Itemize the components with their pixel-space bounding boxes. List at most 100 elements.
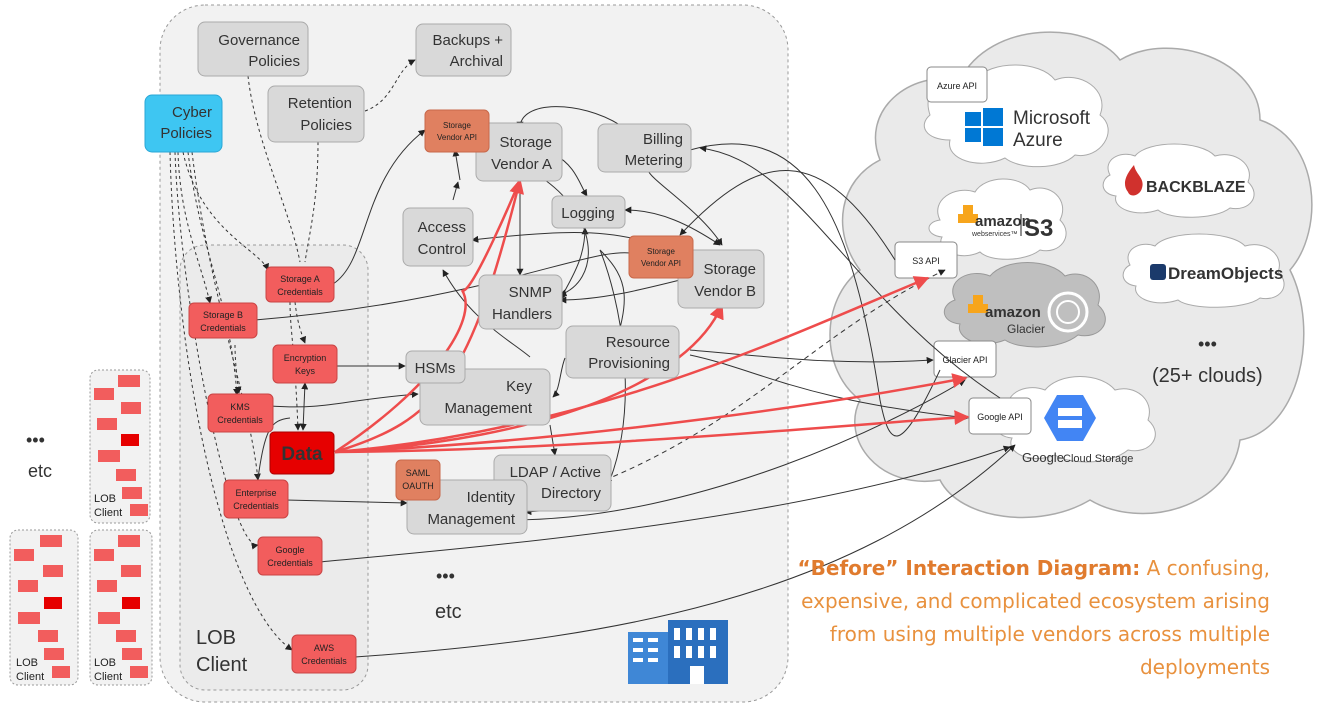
svg-text:Storage: Storage [703,261,756,278]
diagram-caption: “Before” Interaction Diagram: A confusin… [790,552,1270,684]
amazon-s3-logo [958,205,978,223]
aws-credentials-node: AWS Credentials [291,634,357,674]
kms-credentials-node: KMS Credentials [207,393,274,433]
storage-vendor-api-b-node: Storage Vendor API [628,235,694,279]
svg-text:Access: Access [418,219,466,236]
microsoft-label: Microsoft [1013,108,1091,129]
svg-text:Governance: Governance [218,32,300,49]
mini-lob-label-3a: LOB [94,657,116,669]
svg-text:Credentials: Credentials [233,501,279,511]
storage-b-credentials-node: Storage B Credentials [188,302,258,339]
retention-policies-node: Retention Policies [267,85,365,143]
svg-text:Storage: Storage [647,247,676,256]
mini-lob-client-1: LOB Client [89,369,151,524]
svg-text:Google: Google [275,545,304,555]
svg-text:Vendor API: Vendor API [641,259,681,268]
svg-text:Resource: Resource [606,334,670,351]
azure-logo [965,108,1003,146]
main-etc-label: etc [435,601,462,623]
storage-vendor-b-node: Storage Vendor B [677,249,765,309]
mini-lob-label-1a: LOB [94,493,116,505]
google-cloud-storage-logo [1044,395,1096,441]
resource-provisioning-node: Resource Provisioning [565,325,680,379]
left-etc-dots: ••• [26,430,45,450]
svg-text:SNMP: SNMP [509,284,552,301]
mini-lob-client-2: LOB Client [9,529,79,686]
svg-text:Vendor API: Vendor API [437,133,477,142]
svg-text:Vendor A: Vendor A [491,156,552,173]
cyber-policies-node: Cyber Policies [144,94,223,153]
caption-text: A confusing, expensive, and complicated … [801,556,1270,679]
google-api-box: Google API [968,397,1032,435]
azure-api-label: Azure API [937,81,977,91]
access-control-node: Access Control [402,207,474,267]
svg-text:Management: Management [427,511,515,528]
glacier-api-label: Glacier API [942,355,987,365]
billing-metering-node: Billing Metering [597,123,692,173]
amazon-s3-label: amazon [975,213,1031,230]
left-etc-label: etc [28,461,52,481]
svg-text:Data: Data [281,444,323,465]
data-node: Data [269,431,335,475]
svg-text:KMS: KMS [230,402,250,412]
svg-text:Directory: Directory [541,485,602,502]
mini-lob-label-3b: Client [94,671,122,683]
amazon-glacier-logo [968,291,1089,333]
svg-text:Cyber: Cyber [172,104,212,121]
svg-text:Identity: Identity [467,489,516,506]
cloud-storage-label: Cloud Storage [1063,453,1133,465]
svg-text:Handlers: Handlers [492,306,552,323]
svg-text:Control: Control [418,241,466,258]
storage-vendor-api-a-node: Storage Vendor API [424,109,490,153]
svg-text:Credentials: Credentials [301,656,347,666]
glacier-label: Glacier [1007,322,1045,336]
webservices-label: webservices™ [971,231,1018,238]
mini-lob-client-3: LOB Client [89,529,153,686]
google-api-label: Google API [977,412,1023,422]
svg-text:Credentials: Credentials [200,323,246,333]
svg-text:Policies: Policies [300,117,352,134]
svg-text:Archival: Archival [450,53,503,70]
mini-lob-label-2a: LOB [16,657,38,669]
google-credentials-node: Google Credentials [257,536,323,576]
svg-text:Retention: Retention [288,95,352,112]
svg-text:Storage: Storage [443,121,472,130]
svg-text:HSMs: HSMs [415,360,456,377]
dreamobjects-logo [1150,264,1166,280]
lob-client-label-2: Client [196,654,248,676]
azure-label: Azure [1013,130,1063,151]
amazon-glacier-label: amazon [985,304,1041,321]
svg-text:Billing: Billing [643,131,683,148]
s3-label: S3 [1024,215,1053,242]
svg-text:Credentials: Credentials [217,415,263,425]
caption-title: “Before” Interaction Diagram: [797,556,1141,580]
svg-text:Policies: Policies [248,53,300,70]
svg-text:AWS: AWS [314,643,334,653]
svg-text:LDAP / Active: LDAP / Active [510,464,601,481]
snmp-handlers-node: SNMP Handlers [478,274,563,330]
dreamobjects-label: DreamObjects [1168,264,1283,283]
more-clouds-label: (25+ clouds) [1152,365,1263,387]
svg-text:Encryption: Encryption [284,353,327,363]
logging-node: Logging [551,195,626,229]
svg-text:Provisioning: Provisioning [588,355,670,372]
azure-api-box: Azure API [926,66,988,103]
encryption-keys-node: Encryption Keys [272,344,338,384]
google-label: Google [1022,450,1064,465]
mini-lob-label-1b: Client [94,507,122,519]
svg-text:Storage A: Storage A [280,274,320,284]
svg-text:Metering: Metering [625,152,683,169]
backblaze-logo [1124,165,1143,196]
svg-text:Credentials: Credentials [267,558,313,568]
svg-text:Credentials: Credentials [277,287,323,297]
svg-text:SAML: SAML [406,468,431,478]
backups-archival-node: Backups + Archival [415,23,512,77]
mini-lob-label-2b: Client [16,671,44,683]
svg-text:Policies: Policies [160,125,212,142]
svg-text:Logging: Logging [561,205,614,222]
svg-text:Vendor B: Vendor B [694,283,756,300]
s3-api-box: S3 API [894,241,958,279]
svg-text:Management: Management [444,400,532,417]
svg-text:Keys: Keys [295,366,316,376]
